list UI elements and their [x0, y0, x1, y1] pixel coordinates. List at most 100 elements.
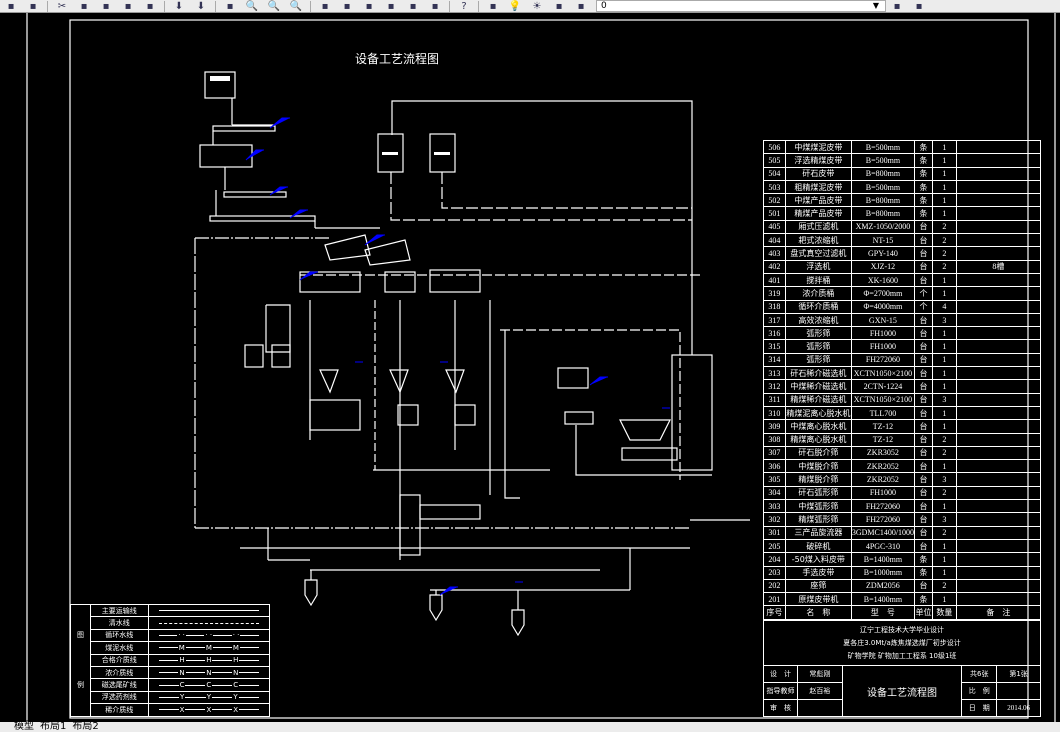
item-note: [955, 499, 1042, 514]
find-icon[interactable]: ▪: [7, 0, 15, 12]
layer-freeze-icon[interactable]: ☀: [532, 0, 542, 12]
cut-icon[interactable]: ✂: [57, 0, 67, 12]
calculator-icon[interactable]: ▪: [431, 0, 439, 12]
redo-icon[interactable]: ⬇: [196, 0, 206, 12]
drawing-title: 设备工艺流程图: [355, 51, 439, 66]
item-name: 粗精煤泥皮带: [784, 179, 852, 195]
item-model: B=1000mm: [850, 565, 916, 580]
item-model: Φ=2700mm: [850, 286, 916, 301]
tool-palettes-icon[interactable]: ▪: [365, 0, 373, 12]
publish-icon[interactable]: ▪: [29, 0, 37, 12]
item-model: Φ=4000mm: [850, 299, 916, 314]
item-number: 309: [763, 419, 786, 434]
item-note: [955, 472, 1042, 487]
legend-row: 图例主要运输线: [70, 603, 271, 717]
item-qty: 1: [932, 405, 957, 421]
layer-lock-icon[interactable]: ▪: [555, 0, 563, 12]
legend-row: 循环水线· ·· ·· ·: [71, 628, 271, 643]
properties-icon[interactable]: ▪: [321, 0, 329, 12]
item-unit: 条: [914, 565, 934, 580]
undo-icon[interactable]: ⬇: [174, 0, 184, 12]
match-properties-icon[interactable]: ▪: [124, 0, 132, 12]
sheet-set-icon[interactable]: ▪: [387, 0, 395, 12]
legend-symbol: · ·: [178, 631, 185, 640]
item-number: 317: [763, 312, 786, 328]
markup-icon[interactable]: ▪: [409, 0, 417, 12]
item-number: 311: [763, 392, 786, 407]
item-unit: 台: [914, 233, 934, 248]
header-item-note: 备 注: [955, 605, 1042, 620]
chevron-down-icon[interactable]: ▼: [872, 1, 879, 10]
copy-icon[interactable]: ▪: [80, 0, 88, 12]
pan-icon[interactable]: ▪: [226, 0, 234, 12]
item-name: 高效浓缩机: [784, 312, 852, 328]
item-note: [955, 379, 1042, 394]
header-item-qty: 数量: [932, 605, 957, 620]
make-current-icon[interactable]: ▪: [893, 0, 901, 12]
zoom-previous-icon[interactable]: 🔍: [289, 0, 303, 12]
design-center-icon[interactable]: ▪: [343, 0, 351, 12]
layer-previous-icon[interactable]: ▪: [915, 0, 923, 12]
toolbar-separator: [47, 0, 48, 12]
drawing-name: 设备工艺流程图: [841, 665, 963, 717]
layer-on-icon[interactable]: 💡: [508, 0, 522, 12]
tab-layout1[interactable]: 布局1: [40, 721, 67, 732]
item-model: FH272060: [850, 352, 916, 368]
item-model: B=800mm: [850, 193, 916, 208]
item-name: 原煤皮带机: [784, 592, 852, 607]
layer-select[interactable]: 0▼: [596, 0, 886, 12]
legend-symbol: X: [233, 705, 239, 714]
item-number: 501: [763, 206, 786, 221]
zoom-window-icon[interactable]: 🔍: [267, 0, 281, 12]
process-flow-drawing: 设备工艺流程图: [26, 13, 1056, 722]
layer-manager-icon[interactable]: ▪: [489, 0, 497, 12]
item-name: 中煤煤泥皮带: [784, 139, 852, 155]
zoom-realtime-icon[interactable]: 🔍: [245, 0, 259, 12]
item-unit: 台: [914, 538, 934, 554]
layer-color-icon[interactable]: ▪: [577, 0, 585, 12]
item-name: 矸石稀介磁选机: [784, 366, 852, 381]
help-icon[interactable]: ?: [461, 0, 467, 12]
item-name: 三产品旋流器: [784, 525, 852, 540]
item-model: B=800mm: [850, 206, 916, 221]
item-unit: 条: [914, 193, 934, 208]
item-note: [955, 312, 1042, 328]
item-name: 精煤泥离心脱水机: [784, 405, 852, 421]
item-qty: 3: [932, 312, 957, 328]
item-unit: 条: [914, 139, 934, 155]
item-qty: 1: [932, 179, 957, 195]
item-qty: 1: [932, 565, 957, 580]
paste-icon[interactable]: ▪: [102, 0, 110, 12]
block-editor-icon[interactable]: ▪: [146, 0, 154, 12]
legend-symbol: M: [232, 643, 239, 652]
item-note: [955, 525, 1042, 540]
toolbar: ▪ ▪ ✂ ▪ ▪ ▪ ▪ ⬇ ⬇ ▪ 🔍 🔍 🔍 ▪ ▪ ▪ ▪ ▪ ▪? ▪ 💡 ☀ ▪ ▪ 0▼ ▪ ▪: [0, 0, 1060, 13]
item-qty: 1: [932, 352, 957, 368]
item-unit: 台: [914, 272, 934, 288]
item-number: 315: [763, 339, 786, 354]
layout-tabs: 模型布局1 布局2: [0, 722, 1060, 732]
tab-model[interactable]: 模型: [14, 721, 34, 732]
header-item-unit: 单位: [914, 605, 934, 620]
tab-layout2[interactable]: 布局2: [72, 721, 99, 732]
item-model: FH272060: [850, 499, 916, 514]
legend-symbol: H: [179, 656, 185, 665]
